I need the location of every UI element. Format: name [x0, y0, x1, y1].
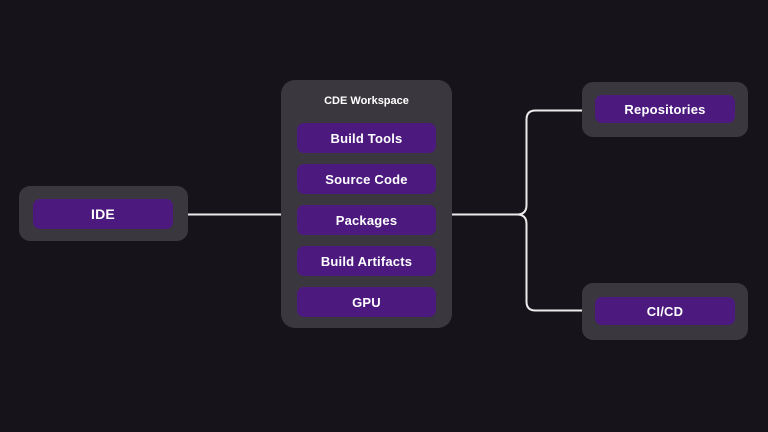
node-cde-workspace: CDE Workspace Build Tools Source Code Pa…: [281, 80, 452, 328]
repositories-label-pill: Repositories: [595, 95, 735, 123]
edge-workspace-to-repositories: [452, 109, 582, 216]
workspace-item-build-artifacts: Build Artifacts: [297, 246, 436, 276]
workspace-item-source-code: Source Code: [297, 164, 436, 194]
workspace-item-list: Build Tools Source Code Packages Build A…: [297, 123, 436, 317]
ide-label-pill: IDE: [33, 199, 173, 229]
node-ide: IDE: [19, 186, 188, 241]
cicd-label-pill: CI/CD: [595, 297, 735, 325]
node-cicd: CI/CD: [582, 283, 748, 340]
workspace-item-packages: Packages: [297, 205, 436, 235]
node-repositories: Repositories: [582, 82, 748, 137]
workspace-title: CDE Workspace: [324, 95, 409, 107]
edge-workspace-to-cicd: [452, 213, 582, 312]
workspace-item-build-tools: Build Tools: [297, 123, 436, 153]
workspace-item-gpu: GPU: [297, 287, 436, 317]
